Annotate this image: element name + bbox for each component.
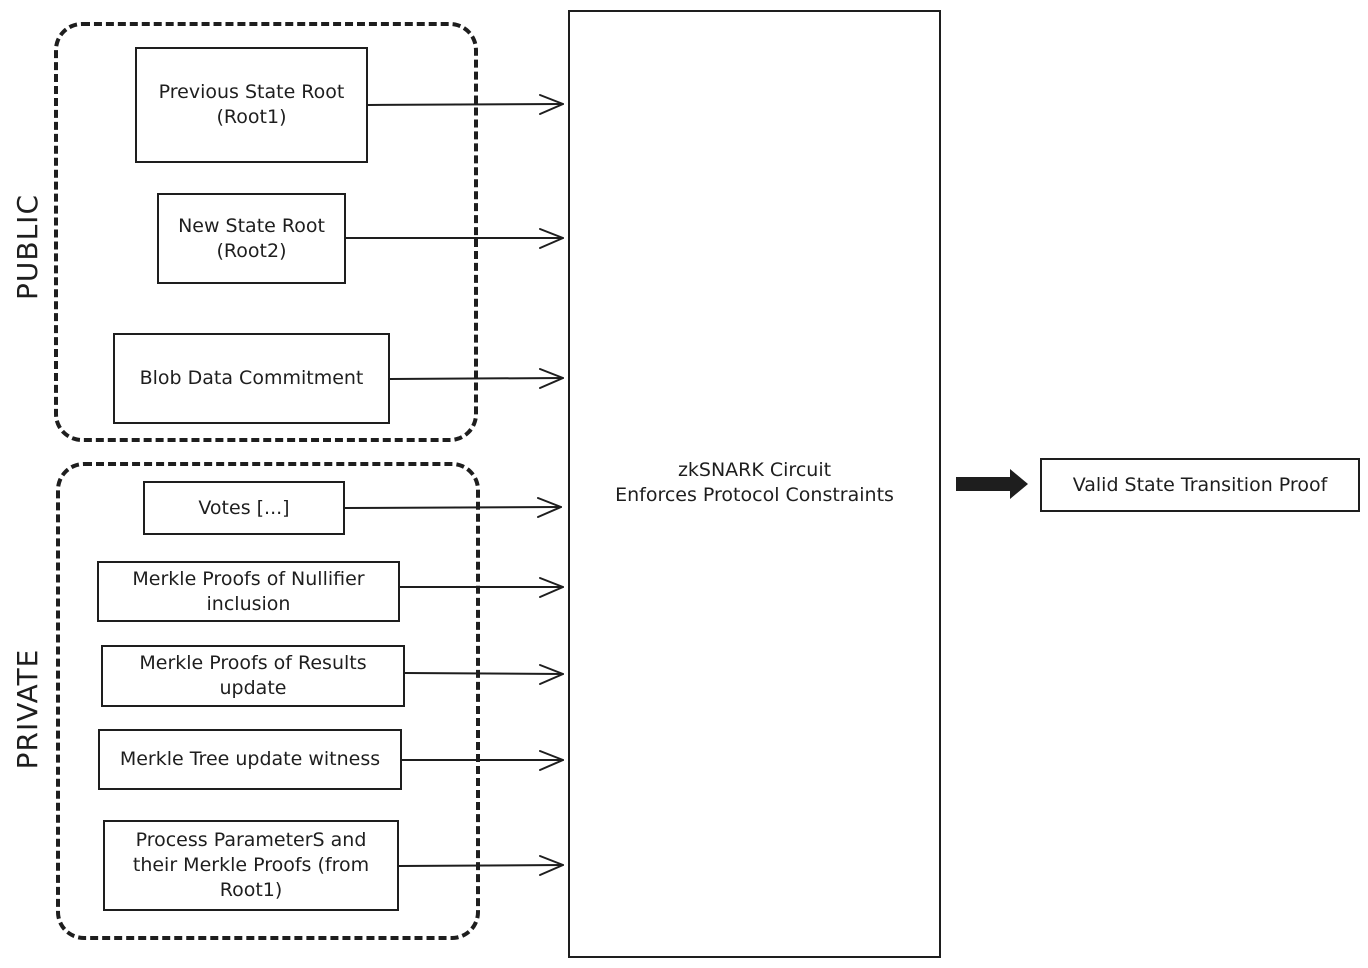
results-proofs-box: Merkle Proofs of Results update xyxy=(101,645,405,707)
nullifier-proofs-box: Merkle Proofs of Nullifier inclusion xyxy=(97,561,400,622)
arrow-output xyxy=(956,469,1028,499)
public-label: PUBLIC xyxy=(11,194,44,300)
private-label: PRIVATE xyxy=(11,648,44,770)
previous-state-root-box: Previous State Root (Root1) xyxy=(135,47,368,163)
votes-box: Votes [...] xyxy=(143,481,345,535)
private-group xyxy=(56,462,480,940)
public-group xyxy=(54,22,478,442)
circuit-subtitle: Enforces Protocol Constraints xyxy=(615,484,894,506)
tree-witness-box: Merkle Tree update witness xyxy=(98,729,402,790)
zksnark-circuit-box xyxy=(568,10,941,958)
blob-data-commitment-box: Blob Data Commitment xyxy=(113,333,390,424)
circuit-title: zkSNARK Circuit xyxy=(677,459,832,481)
process-parameters-box: Process ParameterS and their Merkle Proo… xyxy=(103,820,399,911)
circuit-label: zkSNARK Circuit Enforces Protocol Constr… xyxy=(568,458,941,508)
new-state-root-box: New State Root (Root2) xyxy=(157,193,346,284)
valid-proof-box: Valid State Transition Proof xyxy=(1040,458,1360,512)
